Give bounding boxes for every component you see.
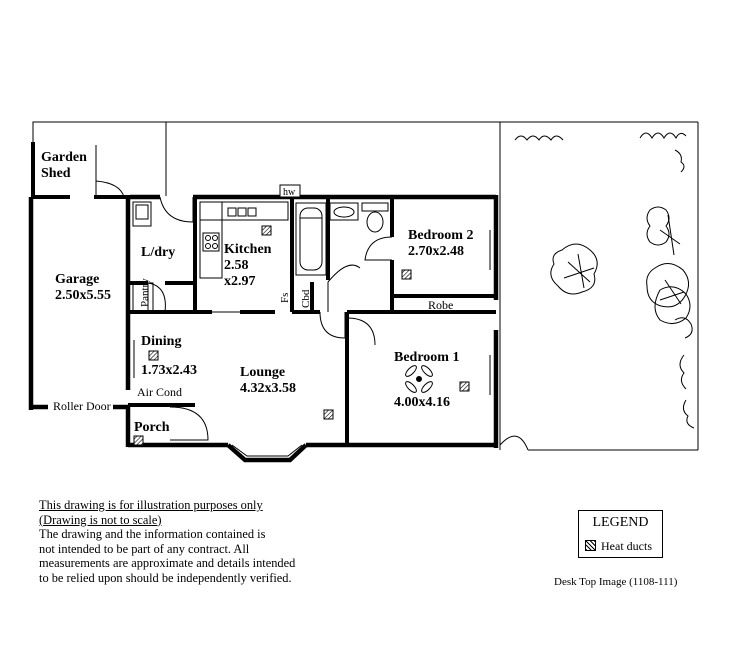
garden-shed-label-2: Shed — [41, 166, 71, 181]
dining-size: 1.73x2.43 — [141, 363, 197, 378]
disclaimer-body-2: not intended to be part of any contract.… — [39, 541, 250, 556]
lounge-name: Lounge — [240, 365, 285, 380]
internal-walls — [128, 197, 496, 445]
garage-name: Garage — [55, 272, 99, 287]
pantry-label: Pantry — [139, 278, 151, 307]
disclaimer-body-3: measurements are approximate and details… — [39, 556, 296, 571]
hot-water-box — [279, 184, 301, 198]
heat-duct — [133, 435, 144, 446]
dining-name: Dining — [141, 334, 181, 349]
kitchen-size-2: x2.97 — [224, 274, 256, 289]
bay-window — [231, 444, 303, 457]
ceiling-fan-icon — [405, 365, 433, 393]
kitchen-size-1: 2.58 — [224, 258, 249, 273]
disclaimer-body-4: to be relied upon should be independentl… — [39, 570, 292, 585]
external-walls — [28, 194, 499, 463]
laundry-label: L/dry — [141, 245, 175, 260]
garden-shed — [31, 142, 130, 199]
bathroom-fixtures — [295, 202, 389, 276]
disclaimer: This drawing is for illustration purpose… — [39, 498, 339, 586]
garden-shed-label: Garden — [41, 150, 87, 165]
room-labels: Garden Shed Garage 2.50x5.55 L/dry Pantr… — [41, 150, 473, 435]
roller-door-label: Roller Door — [53, 399, 111, 413]
heat-duct-icon — [585, 540, 596, 551]
cupboard-label: Cbd — [300, 289, 312, 308]
heat-ducts — [133, 225, 470, 446]
heat-duct — [261, 225, 272, 236]
lounge-size: 4.32x3.58 — [240, 381, 296, 396]
kitchen-name: Kitchen — [224, 242, 272, 257]
legend: LEGEND Heat ducts — [578, 510, 663, 558]
windows — [133, 230, 491, 395]
disclaimer-line-2: (Drawing is not to scale) — [39, 512, 162, 527]
legend-item-label: Heat ducts — [601, 539, 652, 553]
bedroom1-size: 4.00x4.16 — [394, 395, 450, 410]
garage-size: 2.50x5.55 — [55, 288, 111, 303]
legend-title: LEGEND — [592, 515, 649, 530]
bedroom2-size: 2.70x2.48 — [408, 244, 464, 259]
bedroom1-name: Bedroom 1 — [394, 350, 459, 365]
image-reference: Desk Top Image (1108-111) — [554, 576, 678, 588]
heat-duct — [459, 381, 470, 392]
legend-item: Heat ducts — [585, 539, 652, 554]
heat-duct — [401, 269, 412, 280]
door-swings — [147, 196, 529, 451]
site-boundary — [32, 121, 699, 451]
fridge-space-label: Fs — [279, 293, 291, 303]
heat-duct — [148, 350, 159, 361]
disclaimer-body-1: The drawing and the information containe… — [39, 527, 266, 542]
robe-label: Robe — [428, 298, 453, 312]
kitchen-fixtures — [132, 201, 289, 312]
air-cond-label: Air Cond — [137, 385, 182, 399]
heat-duct — [323, 409, 334, 420]
bedroom2-name: Bedroom 2 — [408, 228, 473, 243]
garden-trees — [514, 132, 695, 429]
disclaimer-line-1: This drawing is for illustration purpose… — [39, 498, 263, 512]
hot-water-label: hw — [283, 187, 296, 198]
porch-label: Porch — [134, 420, 170, 435]
